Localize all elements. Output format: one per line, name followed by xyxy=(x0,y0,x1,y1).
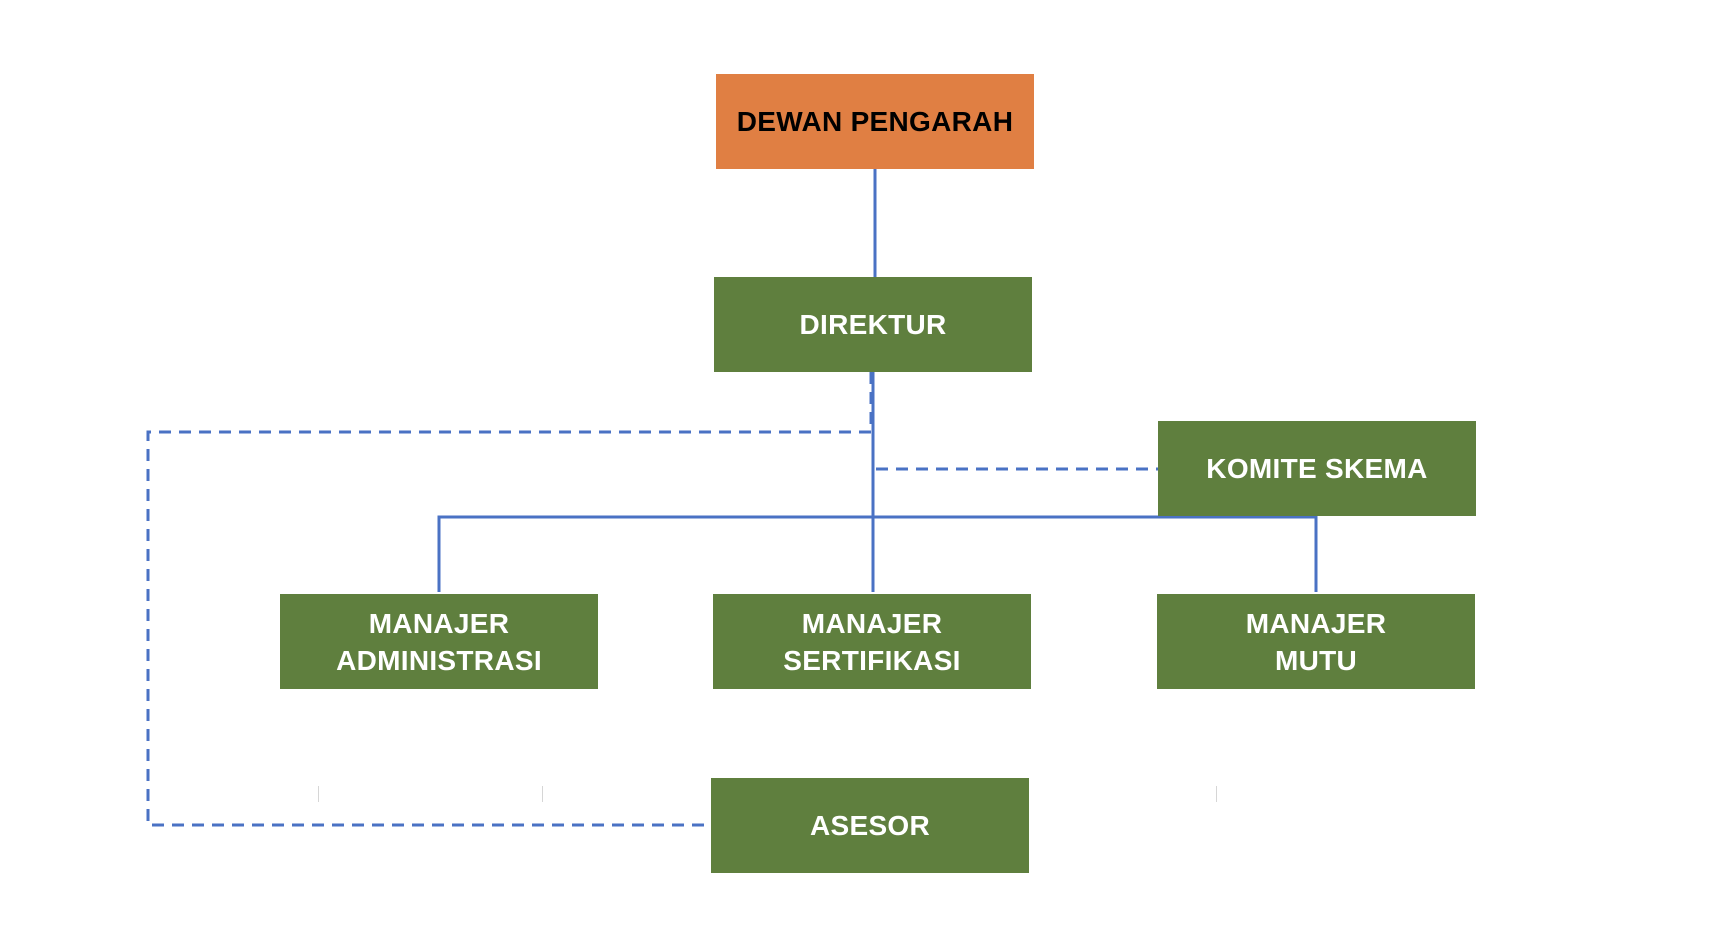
solid-connectors xyxy=(437,168,1318,592)
faint-tick-mark xyxy=(542,786,543,802)
edge-bus-to-manajer-administrasi-and-mutu xyxy=(437,515,1318,592)
node-label-line: DEWAN PENGARAH xyxy=(736,106,1014,137)
edge-direktur-to-komite-skema xyxy=(871,372,1158,471)
node-komite-skema: KOMITE SKEMA xyxy=(1158,421,1476,516)
node-label-line: MANAJER xyxy=(368,607,510,639)
node-label-line: MANAJER xyxy=(1245,607,1387,639)
node-label-line: MUTU xyxy=(1274,644,1358,676)
node-manajer-sertifikasi: MANAJER SERTIFIKASI xyxy=(713,594,1031,689)
node-manajer-mutu: MANAJER MUTU xyxy=(1157,594,1475,689)
node-label-line: KOMITE SKEMA xyxy=(1206,453,1428,484)
node-direktur: DIREKTUR xyxy=(714,277,1032,372)
node-manajer-administrasi: MANAJER ADMINISTRASI xyxy=(280,594,598,689)
node-dewan-pengarah: DEWAN PENGARAH xyxy=(716,74,1034,169)
faint-tick-mark xyxy=(1216,786,1217,802)
edge-direktur-to-asesor xyxy=(146,372,873,827)
faint-tick-mark xyxy=(318,786,319,802)
node-label-line: DIREKTUR xyxy=(799,309,947,340)
node-label-line: ASESOR xyxy=(809,810,931,841)
node-label-line: SERTIFIKASI xyxy=(783,644,961,676)
node-label-line: MANAJER xyxy=(801,607,943,639)
dashed-connectors xyxy=(146,372,1158,827)
node-label-line: ADMINISTRASI xyxy=(336,644,542,676)
node-asesor: ASESOR xyxy=(711,778,1029,873)
